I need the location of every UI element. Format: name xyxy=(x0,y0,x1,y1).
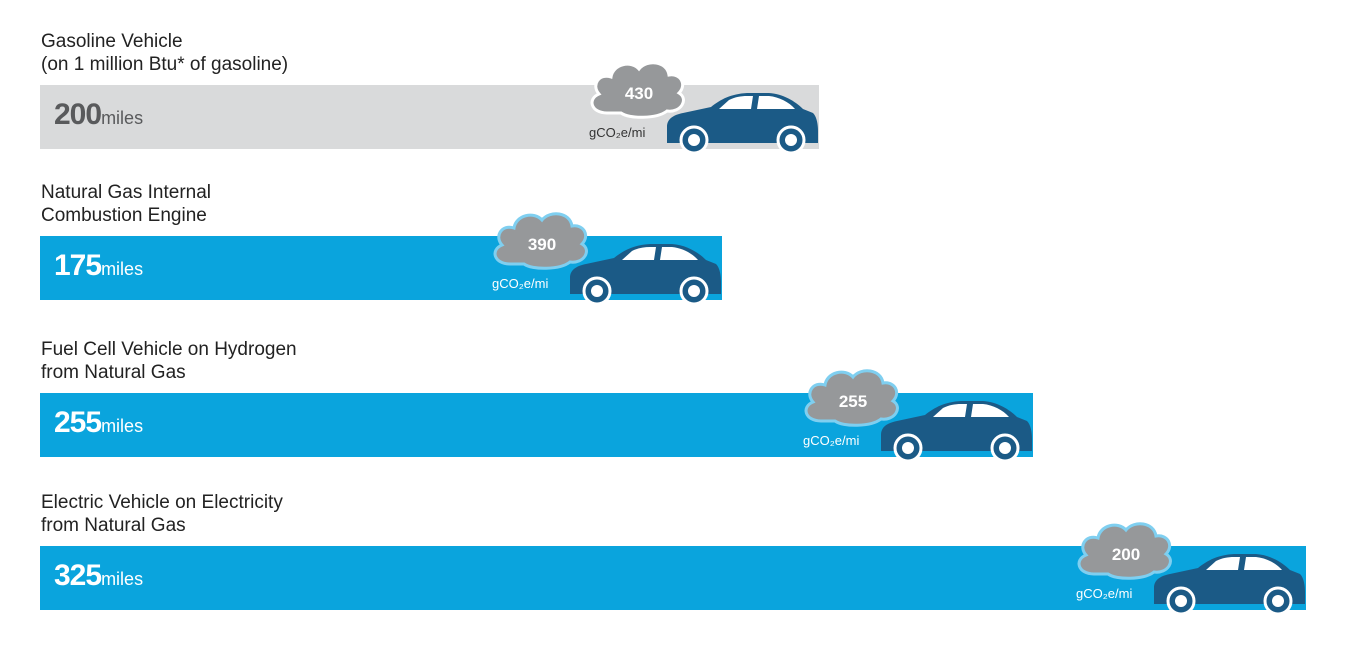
vehicle-label-line: Gasoline Vehicle xyxy=(41,31,183,52)
emissions-unit-text: gCO₂e/mi xyxy=(803,433,860,448)
emissions-cloud-icon xyxy=(590,61,685,119)
vehicle-label-line: Electric Vehicle on Electricity xyxy=(41,492,283,513)
cloud-car-graphic: 255 xyxy=(804,369,1032,463)
range-unit: miles xyxy=(101,569,144,589)
emissions-value: 200 xyxy=(1112,545,1140,564)
range-unit: miles xyxy=(101,108,144,128)
vehicle-label-line: from Natural Gas xyxy=(41,515,186,536)
range-value: 255miles xyxy=(54,405,143,444)
emissions-badge: 430 gCO₂e/mi xyxy=(569,39,819,155)
vehicle-label-line: Combustion Engine xyxy=(41,205,207,226)
emissions-unit-text: gCO₂e/mi xyxy=(589,125,646,140)
range-value: 200miles xyxy=(54,97,143,136)
emissions-cloud-icon xyxy=(493,212,588,270)
range-unit: miles xyxy=(101,259,144,279)
range-unit: miles xyxy=(101,416,144,436)
vehicle-label-line: Natural Gas Internal xyxy=(41,182,212,203)
car-icon xyxy=(1154,554,1305,616)
emissions-value: 255 xyxy=(839,392,867,411)
emissions-cloud-icon xyxy=(1077,522,1172,580)
car-icon xyxy=(881,401,1032,463)
vehicle-label-line: (on 1 million Btu* of gasoline) xyxy=(41,54,289,75)
emissions-unit-text: gCO₂e/mi xyxy=(1076,586,1133,601)
vehicle-label-line: Fuel Cell Vehicle on Hydrogen xyxy=(41,339,297,360)
emissions-badge: 255 gCO₂e/mi xyxy=(783,347,1033,463)
range-value: 175miles xyxy=(54,248,143,287)
emissions-unit: gCO₂e/mi xyxy=(589,125,645,140)
emissions-unit: gCO₂e/mi xyxy=(803,433,859,448)
emissions-badge: 200 gCO₂e/mi xyxy=(1056,500,1306,616)
range-value: 325miles xyxy=(54,558,143,597)
car-icon xyxy=(667,93,818,155)
range-bar: 325miles xyxy=(40,546,1306,610)
emissions-cloud-icon xyxy=(804,369,899,427)
emissions-unit: gCO₂e/mi xyxy=(492,276,548,291)
range-number: 175 xyxy=(54,249,102,282)
range-number: 325 xyxy=(54,559,102,592)
vehicle-label: Gasoline Vehicle(on 1 million Btu* of ga… xyxy=(41,30,288,76)
vehicle-label-line: from Natural Gas xyxy=(41,362,186,383)
cloud-car-graphic: 200 xyxy=(1077,522,1305,616)
emissions-unit: gCO₂e/mi xyxy=(1076,586,1132,601)
emissions-unit-text: gCO₂e/mi xyxy=(492,276,549,291)
emissions-value: 430 xyxy=(625,84,653,103)
range-number: 255 xyxy=(54,406,102,439)
emissions-value: 390 xyxy=(528,235,556,254)
emissions-badge: 390 gCO₂e/mi xyxy=(472,190,722,306)
cloud-car-graphic: 430 xyxy=(590,61,818,155)
cloud-car-graphic: 390 xyxy=(493,212,721,306)
range-number: 200 xyxy=(54,98,102,131)
car-icon xyxy=(570,244,721,306)
